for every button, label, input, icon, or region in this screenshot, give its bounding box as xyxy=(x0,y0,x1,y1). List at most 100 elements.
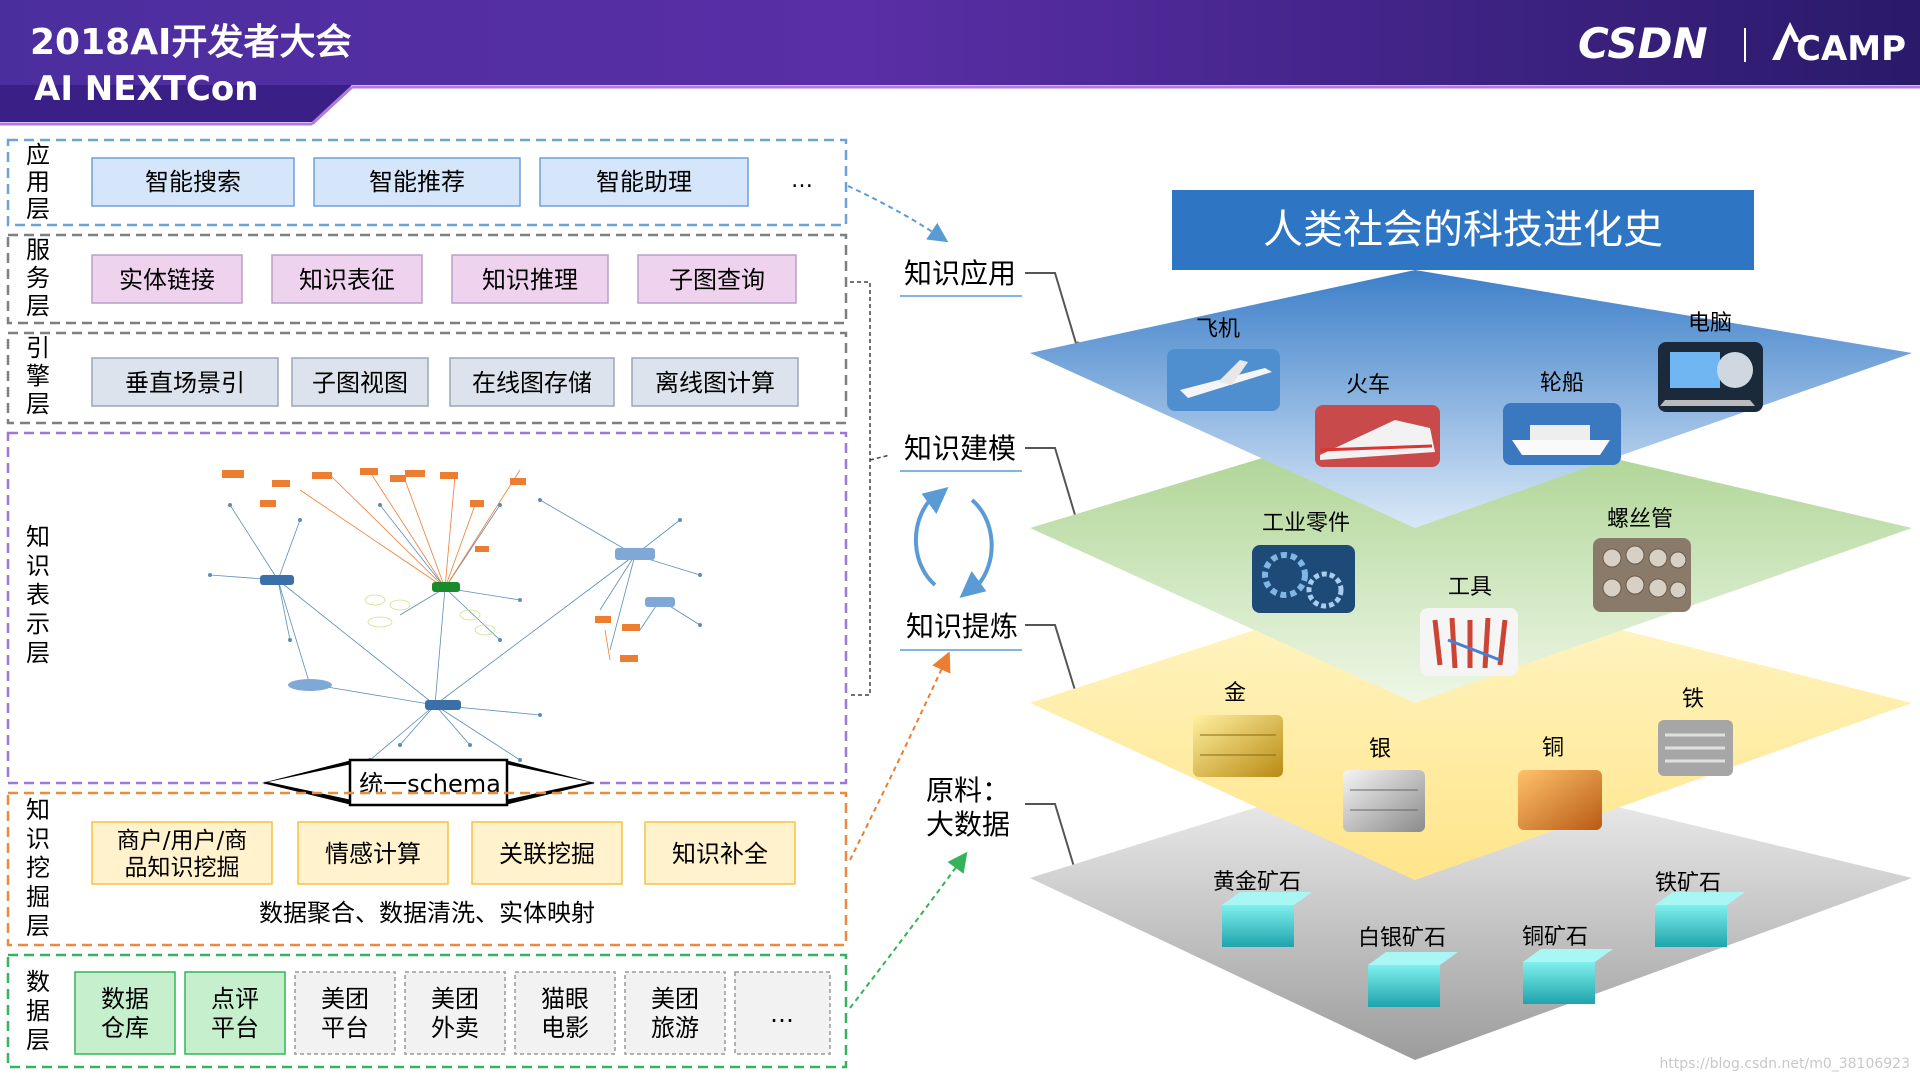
layer-label-char: 擎 xyxy=(26,362,50,390)
svg-text:智能搜索: 智能搜索 xyxy=(145,168,241,196)
svg-text:情感计算: 情感计算 xyxy=(325,840,421,868)
svg-text:金: 金 xyxy=(1224,681,1246,706)
svg-text:铁: 铁 xyxy=(1682,687,1704,712)
svg-text:品知识挖掘: 品知识挖掘 xyxy=(125,855,240,881)
layer-label-char: 用 xyxy=(26,168,50,196)
svg-text:知识推理: 知识推理 xyxy=(482,266,578,294)
service-item-reasoning: 知识推理 xyxy=(451,254,609,304)
data-item-meituan-travel: 美团 旅游 xyxy=(624,971,726,1055)
layer-label-char: 层 xyxy=(26,639,50,667)
unified-schema-banner: 统一schema xyxy=(262,758,595,807)
ore-cube-icon xyxy=(1523,962,1595,1004)
layer-label-char: 识 xyxy=(26,552,50,580)
refined-material-layer xyxy=(1030,578,1912,880)
svg-text:电影: 电影 xyxy=(541,1014,589,1042)
svg-text:铜矿石: 铜矿石 xyxy=(1522,925,1588,950)
data-layer: 数 据 层 数据 仓库 点评 平台 美团 平台 美团 外卖 猫眼 电影 xyxy=(6,953,848,1069)
label-knowledge-refining: 知识提炼 xyxy=(906,610,1018,643)
svg-text:电脑: 电脑 xyxy=(1688,311,1732,336)
svg-text:垂直场景引: 垂直场景引 xyxy=(125,369,245,397)
ship-icon xyxy=(1512,440,1610,455)
pyramid-title: 人类社会的科技进化史 xyxy=(1172,190,1754,270)
svg-text:数据: 数据 xyxy=(101,985,149,1013)
layer-label-char: 应 xyxy=(26,141,50,169)
layer-label-char: 层 xyxy=(26,292,50,320)
data-item-meituan-platform: 美团 平台 xyxy=(294,971,396,1055)
svg-text:平台: 平台 xyxy=(321,1014,369,1042)
svg-text:仓库: 仓库 xyxy=(101,1014,149,1042)
svg-text:黄金矿石: 黄金矿石 xyxy=(1213,870,1301,895)
layer-label-char: 掘 xyxy=(26,883,50,911)
item-tools: 工具 xyxy=(1420,575,1518,676)
arrow-data-to-raw xyxy=(849,851,968,1009)
svg-text:…: … xyxy=(770,1000,794,1028)
data-item-maoyan: 猫眼 电影 xyxy=(514,971,616,1055)
service-item-subgraph-query: 子图查询 xyxy=(637,254,797,304)
layer-label-char: 引 xyxy=(26,334,50,362)
application-layer: 应 用 层 智能搜索 智能推荐 智能助理 … xyxy=(6,138,848,227)
layer-label-char: 层 xyxy=(26,1026,50,1054)
layer-label-char: 层 xyxy=(26,390,50,418)
service-item-entity-link: 实体链接 xyxy=(91,254,243,304)
middle-labels: 知识应用 知识建模 知识提炼 原料： 大数据 xyxy=(900,257,1022,841)
mining-item-entity-mining: 商户/用户/商 品知识挖掘 xyxy=(91,821,273,885)
svg-text:知识表征: 知识表征 xyxy=(299,266,395,294)
item-industrial-parts: 工业零件 xyxy=(1252,511,1355,613)
item-copper: 铜 xyxy=(1518,736,1602,830)
item-gold: 金 xyxy=(1193,681,1283,777)
svg-text:智能助理: 智能助理 xyxy=(596,168,692,196)
mining-item-completion: 知识补全 xyxy=(644,821,796,885)
service-item-representation: 知识表征 xyxy=(271,254,423,304)
item-ship: 轮船 xyxy=(1503,371,1621,465)
svg-text:美团: 美团 xyxy=(431,985,479,1013)
svg-text:火车: 火车 xyxy=(1346,373,1390,398)
svg-text:旅游: 旅游 xyxy=(651,1014,699,1042)
engine-layer: 引 擎 层 垂直场景引 子图视图 在线图存储 离线图计算 xyxy=(6,331,848,425)
layer-label-char: 数 xyxy=(26,968,50,996)
engine-item-online-storage: 在线图存储 xyxy=(449,357,615,407)
layer-label-char: 示 xyxy=(26,610,50,638)
layer-label-char: 挖 xyxy=(26,854,50,882)
item-copper-ore: 铜矿石 xyxy=(1522,925,1613,1004)
mining-note: 数据聚合、数据清洗、实体映射 xyxy=(259,899,595,927)
engine-item-offline-compute: 离线图计算 xyxy=(631,357,799,407)
mining-item-sentiment: 情感计算 xyxy=(297,821,449,885)
svg-text:点评: 点评 xyxy=(211,985,259,1013)
ore-cube-icon xyxy=(1368,965,1440,1007)
svg-text:商户/用户/商: 商户/用户/商 xyxy=(117,828,248,854)
csdn-logo: CSDN xyxy=(1578,19,1708,68)
svg-text:美团: 美团 xyxy=(651,985,699,1013)
camp-logo: CAMP xyxy=(1772,22,1906,69)
ore-cube-icon xyxy=(1655,905,1727,947)
layer-label-char: 层 xyxy=(26,195,50,223)
header-banner: 2018AI开发者大会 AI NEXTCon CSDN CAMP xyxy=(0,0,1920,126)
data-item-meituan-waimai: 美团 外卖 xyxy=(404,971,506,1055)
layer-label-char: 层 xyxy=(26,912,50,940)
layer-label-char: 务 xyxy=(26,264,50,292)
layer-label-char: 知 xyxy=(26,523,50,551)
item-silver-ore: 白银矿石 xyxy=(1358,926,1458,1007)
svg-text:飞机: 飞机 xyxy=(1196,317,1240,342)
layer-label-char: 识 xyxy=(26,825,50,853)
service-layer: 服 务 层 实体链接 知识表征 知识推理 子图查询 xyxy=(6,233,848,325)
engine-item-subgraph-view: 子图视图 xyxy=(291,357,429,407)
svg-text:工业零件: 工业零件 xyxy=(1262,511,1350,536)
engine-item-vertical-index: 垂直场景引 xyxy=(91,357,279,407)
data-item-dianping: 点评 平台 xyxy=(184,971,286,1055)
app-item-assistant: 智能助理 xyxy=(539,157,749,207)
data-item-more: … xyxy=(734,971,831,1055)
svg-text:螺丝管: 螺丝管 xyxy=(1607,507,1673,532)
watermark: https://blog.csdn.net/m0_38106923 xyxy=(1659,1056,1910,1072)
bracket-connector xyxy=(850,281,891,696)
svg-text:在线图存储: 在线图存储 xyxy=(472,369,592,397)
svg-text:知识补全: 知识补全 xyxy=(672,840,768,868)
svg-text:轮船: 轮船 xyxy=(1540,371,1584,396)
copper-bar-icon xyxy=(1518,770,1602,830)
item-silver: 银 xyxy=(1343,737,1425,832)
computer-icon xyxy=(1670,352,1720,388)
arrow-mining-to-refine xyxy=(849,651,951,861)
layer-label-char: 表 xyxy=(26,581,50,609)
leader-lines xyxy=(1025,272,1079,881)
mining-layer: 知 识 挖 掘 层 商户/用户/商 品知识挖掘 情感计算 关联挖掘 知识补全 数… xyxy=(6,791,848,947)
